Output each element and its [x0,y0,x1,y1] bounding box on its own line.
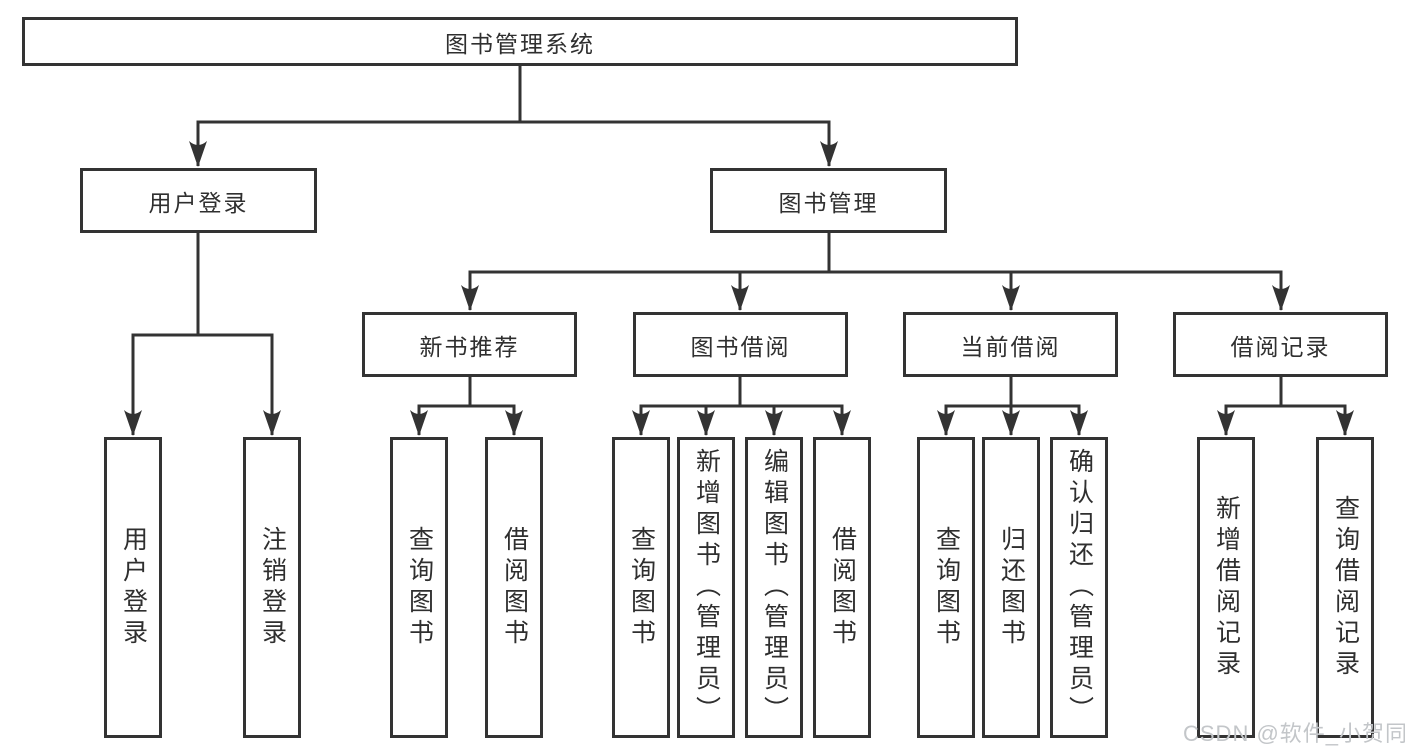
leaf-borrow-books-borrowing-label: 借阅图书 [828,525,857,650]
leaf-add-book-admin-label: 新增图书（管理员） [692,448,721,727]
node-current-borrowing-label: 当前借阅 [960,333,1061,360]
node-book-management: 图书管理 [710,168,947,233]
node-borrowing-records: 借阅记录 [1173,312,1388,377]
leaf-query-books-borrowing-label: 查询图书 [627,525,656,650]
leaf-borrow-books-recommend-label: 借阅图书 [500,525,529,650]
leaf-add-book-admin: 新增图书（管理员） [677,437,735,738]
leaf-add-borrowing-record: 新增借阅记录 [1197,437,1255,738]
leaf-query-books-current: 查询图书 [917,437,975,738]
leaf-query-books-recommend: 查询图书 [390,437,448,738]
leaf-query-borrowing-record: 查询借阅记录 [1316,437,1374,738]
leaf-borrow-books-recommend: 借阅图书 [485,437,543,738]
leaf-user-login: 用户登录 [104,437,162,738]
leaf-logout-login-label: 注销登录 [258,525,287,650]
node-user-login-label: 用户登录 [148,189,249,216]
leaf-query-books-current-label: 查询图书 [932,525,961,650]
leaf-add-borrowing-record-label: 新增借阅记录 [1212,494,1241,681]
leaf-confirm-return-admin-label: 确认归还（管理员） [1065,448,1094,727]
node-book-borrowing-label: 图书借阅 [690,333,791,360]
leaf-query-borrowing-record-label: 查询借阅记录 [1331,494,1360,681]
leaf-borrow-books-borrowing: 借阅图书 [813,437,871,738]
node-library-management-system-label: 图书管理系统 [445,30,595,57]
node-new-book-recommendation-label: 新书推荐 [419,333,520,360]
leaf-query-books-recommend-label: 查询图书 [405,525,434,650]
node-book-management-label: 图书管理 [778,189,879,216]
node-book-borrowing: 图书借阅 [633,312,848,377]
node-library-management-system: 图书管理系统 [22,17,1018,66]
leaf-edit-book-admin: 编辑图书（管理员） [745,437,803,738]
node-new-book-recommendation: 新书推荐 [362,312,577,377]
watermark: CSDN @软件_小贺同学 [1183,721,1405,746]
node-borrowing-records-label: 借阅记录 [1230,333,1331,360]
leaf-return-book-label: 归还图书 [997,525,1026,650]
leaf-confirm-return-admin: 确认归还（管理员） [1050,437,1108,738]
node-user-login: 用户登录 [80,168,317,233]
leaf-return-book: 归还图书 [982,437,1040,738]
leaf-logout-login: 注销登录 [243,437,301,738]
leaf-user-login-label: 用户登录 [119,525,148,650]
leaf-edit-book-admin-label: 编辑图书（管理员） [760,448,789,727]
node-current-borrowing: 当前借阅 [903,312,1118,377]
leaf-query-books-borrowing: 查询图书 [612,437,670,738]
